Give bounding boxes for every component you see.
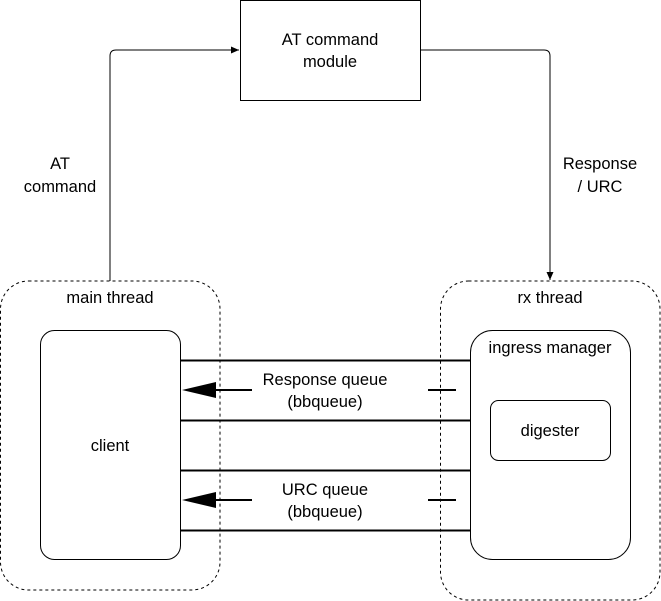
at-command-edge [109,46,239,281]
at-module-label-line1: AT command [282,31,379,49]
digester-label: digester [521,422,580,440]
response-urc-edge [421,49,554,280]
at-module-label-line2: module [303,53,357,71]
ingress-manager-label: ingress manager [489,339,612,357]
response-urc-edge-label-line2: / URC [578,178,623,196]
response-queue-arrowhead [182,382,216,398]
client-box [40,330,181,560]
main-thread-label: main thread [66,289,153,307]
at-command-edge-label-line2: command [24,178,96,196]
urc-queue-label-line1: URC queue [282,481,368,499]
at-command-edge-label-line1: AT [50,155,70,173]
response-queue-arrow [182,382,456,398]
client-label: client [91,437,130,455]
at-command-module-box [240,0,421,101]
response-urc-edge-label-line1: Response [563,155,637,173]
urc-queue-label-line2: (bbqueue) [287,503,362,521]
response-queue-pipe [180,359,471,422]
urc-queue-arrow [182,492,456,508]
response-queue-label-line2: (bbqueue) [287,393,362,411]
response-queue-label-line1: Response queue [263,371,388,389]
digester-box [490,400,611,461]
urc-queue-pipe [180,469,471,532]
rx-thread-label: rx thread [517,289,582,307]
urc-queue-arrowhead [182,492,216,508]
